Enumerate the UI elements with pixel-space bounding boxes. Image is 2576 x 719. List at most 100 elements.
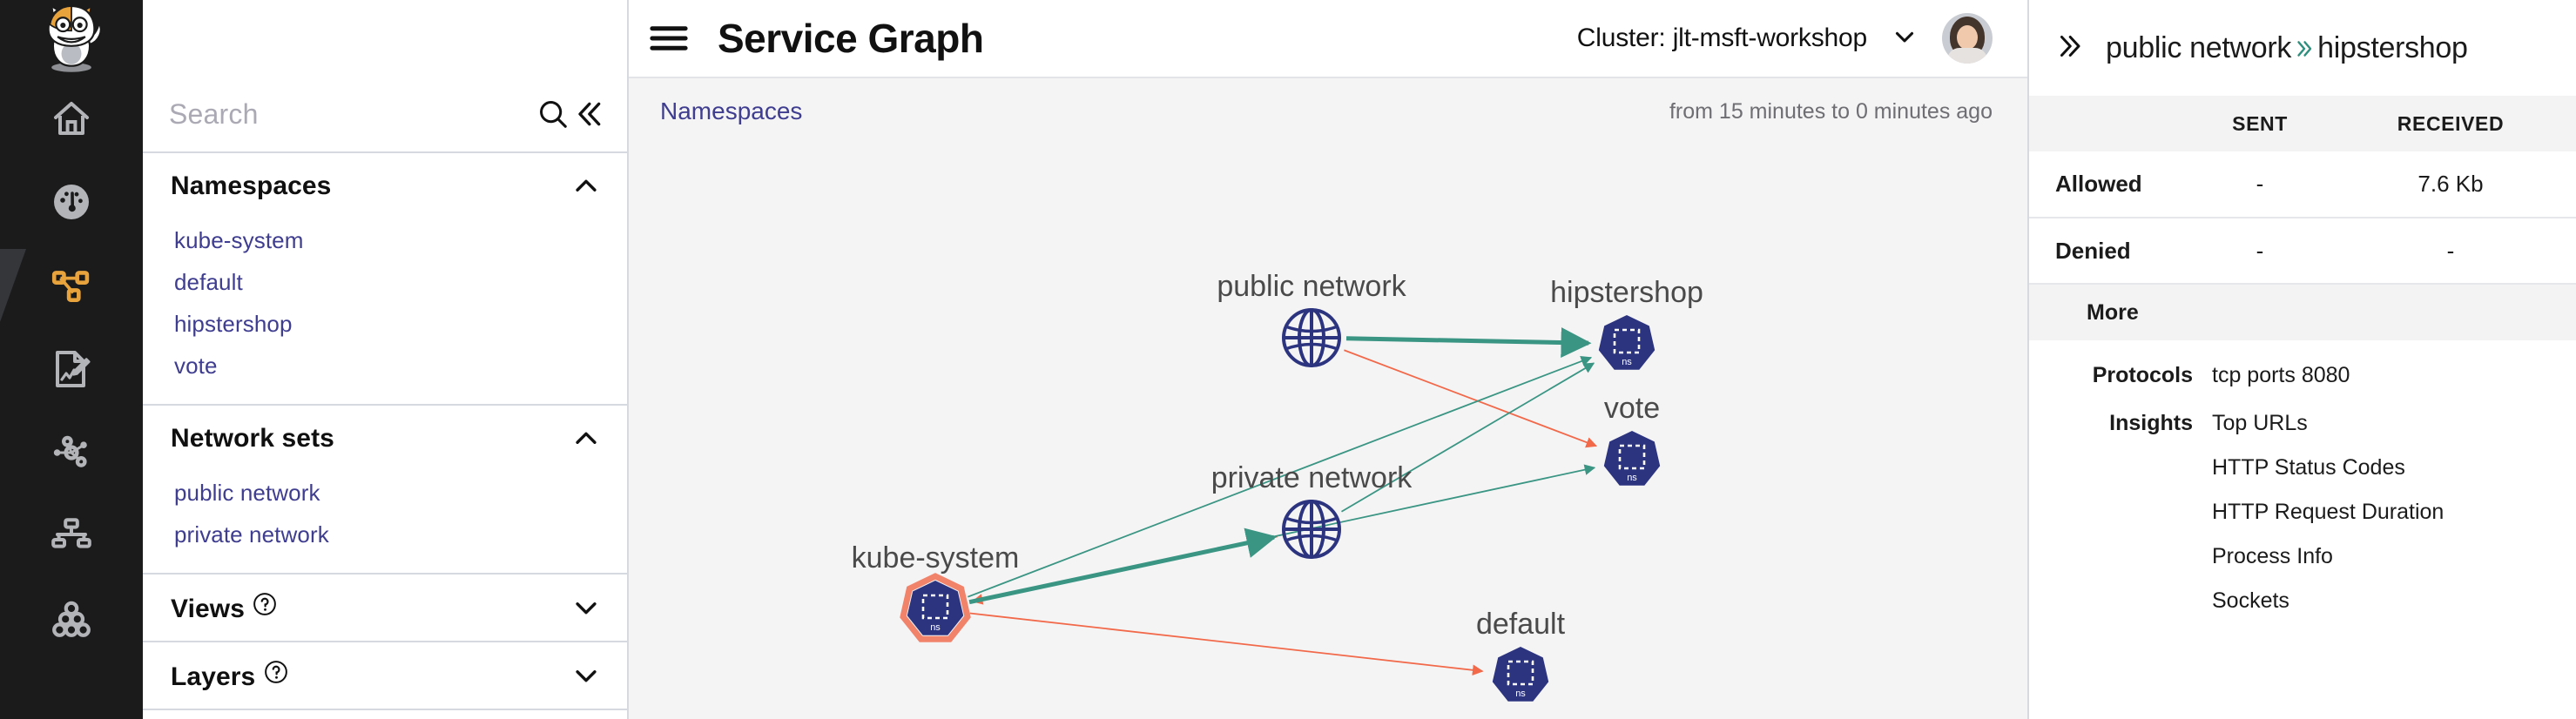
chevron-up-icon[interactable] bbox=[571, 171, 601, 201]
help-circle-icon[interactable] bbox=[252, 593, 278, 623]
insights-list: Top URLs HTTP Status Codes HTTP Request … bbox=[2212, 411, 2444, 614]
chevron-double-right-icon[interactable] bbox=[2055, 30, 2087, 66]
graph-edge-public-network-to-vote[interactable] bbox=[1344, 349, 1598, 448]
chevron-down-icon[interactable] bbox=[571, 661, 601, 690]
section-views: Views bbox=[143, 575, 627, 642]
breadcrumb[interactable]: Namespaces bbox=[660, 97, 803, 124]
detail-panel-title: public network hipstershop bbox=[2106, 31, 2468, 65]
section-namespaces: Namespaces kube-system default hipstersh… bbox=[143, 153, 627, 406]
node-badge: ns bbox=[1515, 689, 1526, 699]
sidebar-item-policies[interactable] bbox=[0, 327, 143, 411]
graph-edge-private-network-to-hipstershop[interactable] bbox=[1341, 362, 1595, 513]
main-area: Service Graph Cluster: jlt-msft-workshop… bbox=[629, 0, 2027, 719]
graph-node-public-network[interactable] bbox=[1282, 308, 1341, 367]
graph-edge-layer bbox=[968, 327, 1598, 676]
hamburger-icon[interactable] bbox=[629, 15, 709, 62]
sidebar-item-clusters[interactable] bbox=[0, 578, 143, 662]
node-badge: ns bbox=[1622, 357, 1632, 367]
top-bar-right: Cluster: jlt-msft-workshop bbox=[1577, 13, 1993, 64]
top-bar: Service Graph Cluster: jlt-msft-workshop bbox=[629, 0, 2027, 77]
cell-allowed-sent: - bbox=[2195, 151, 2325, 218]
graph-edge-kube-system-to-private-network[interactable] bbox=[968, 527, 1278, 605]
protocols-label: Protocols bbox=[2092, 363, 2193, 387]
chevron-up-icon[interactable] bbox=[571, 424, 601, 454]
chevron-double-right-icon bbox=[2293, 33, 2316, 63]
traffic-table-head: SENT RECEIVED bbox=[2029, 96, 2576, 151]
hierarchy-tree-icon bbox=[51, 518, 91, 548]
service-graph-nodes-icon bbox=[51, 271, 90, 302]
section-header-layers[interactable]: Layers bbox=[143, 642, 627, 709]
row-label-allowed: Allowed bbox=[2029, 151, 2195, 218]
sidebar-item-home[interactable] bbox=[0, 77, 143, 160]
graph-edge-kube-system-to-default[interactable] bbox=[969, 612, 1484, 676]
list-item-kube-system[interactable]: kube-system bbox=[174, 226, 304, 253]
graph-node-vote[interactable]: ns bbox=[1603, 431, 1661, 486]
document-edit-icon bbox=[56, 351, 91, 387]
insight-sockets[interactable]: Sockets bbox=[2212, 588, 2289, 613]
protocols-row: Protocols tcp ports 8080 bbox=[2029, 340, 2576, 388]
section-header-network-sets[interactable]: Network sets bbox=[143, 406, 627, 472]
detail-panel: public network hipstershop SENT RECEIVED bbox=[2027, 0, 2576, 719]
left-panel-header-spacer bbox=[143, 0, 627, 77]
list-item-hipstershop[interactable]: hipstershop bbox=[174, 310, 293, 337]
network-set-list: public network private network bbox=[143, 472, 627, 573]
node-alert-ring bbox=[900, 573, 971, 642]
traffic-table-body: Allowed - 7.6 Kb Denied - - bbox=[2029, 151, 2576, 285]
sidebar-item-dashboard[interactable] bbox=[0, 160, 143, 244]
graph-node-default[interactable]: ns bbox=[1492, 647, 1549, 702]
graph-node-hipstershop[interactable]: ns bbox=[1598, 315, 1656, 370]
search-icon[interactable] bbox=[535, 91, 570, 138]
insight-process-info[interactable]: Process Info bbox=[2212, 544, 2333, 568]
collapse-panel-icon[interactable] bbox=[570, 91, 606, 138]
list-item-private-network[interactable]: private network bbox=[174, 521, 329, 548]
sidebar-item-nodes[interactable] bbox=[0, 411, 143, 494]
search-input[interactable] bbox=[169, 97, 535, 131]
detail-panel-header: public network hipstershop bbox=[2029, 0, 2576, 96]
graph-edge-public-network-to-hipstershop[interactable] bbox=[1345, 327, 1592, 359]
column-header-sent: SENT bbox=[2195, 96, 2325, 151]
graph-node-label-vote: vote bbox=[1604, 392, 1660, 425]
cell-denied-sent: - bbox=[2195, 218, 2325, 285]
list-item-default[interactable]: default bbox=[174, 268, 243, 295]
section-title-namespaces: Namespaces bbox=[171, 171, 332, 200]
section-title-network-sets: Network sets bbox=[171, 424, 334, 453]
graph-node-label-private-network: private network bbox=[1211, 461, 1413, 494]
graph-edge-kube-system-to-hipstershop[interactable] bbox=[968, 355, 1593, 598]
more-section-header[interactable]: More bbox=[2029, 285, 2576, 340]
graph-node-label-kube-system: kube-system bbox=[852, 541, 1020, 575]
graph-node-label-default: default bbox=[1476, 608, 1566, 641]
sidebar-item-service-graph[interactable] bbox=[0, 244, 143, 327]
chevron-down-icon[interactable] bbox=[571, 593, 601, 622]
left-filter-panel: Namespaces kube-system default hipstersh… bbox=[143, 0, 629, 719]
avatar[interactable] bbox=[1942, 13, 1993, 64]
protocols-value: tcp ports 8080 bbox=[2212, 363, 2350, 387]
chevron-down-icon[interactable] bbox=[1890, 22, 1919, 56]
graph-node-layer: ns ns ns ns bbox=[900, 308, 1661, 702]
graph-node-kube-system[interactable]: ns bbox=[900, 573, 971, 642]
help-circle-icon[interactable] bbox=[263, 661, 289, 691]
page-title: Service Graph bbox=[718, 16, 984, 61]
column-header-received: RECEIVED bbox=[2325, 96, 2576, 151]
table-header-row: SENT RECEIVED bbox=[2029, 96, 2576, 151]
top-bar-left: Service Graph bbox=[629, 15, 984, 62]
section-network-sets: Network sets public network private netw… bbox=[143, 406, 627, 575]
insight-http-request-duration[interactable]: HTTP Request Duration bbox=[2212, 500, 2445, 524]
calico-cat-logo[interactable] bbox=[0, 0, 143, 77]
icon-rail bbox=[0, 0, 143, 719]
list-item-public-network[interactable]: public network bbox=[174, 479, 320, 506]
graph-canvas-wrapper: Namespaces from 15 minutes to 0 minutes … bbox=[629, 77, 2027, 719]
graph-node-private-network[interactable] bbox=[1282, 500, 1341, 559]
search-row bbox=[143, 77, 627, 153]
sidebar-item-hierarchy[interactable] bbox=[0, 494, 143, 578]
cell-allowed-received: 7.6 Kb bbox=[2325, 151, 2576, 218]
insight-top-urls[interactable]: Top URLs bbox=[2212, 411, 2308, 435]
section-header-namespaces[interactable]: Namespaces bbox=[143, 153, 627, 219]
node-badge: ns bbox=[930, 622, 941, 633]
section-header-views[interactable]: Views bbox=[143, 575, 627, 641]
column-header-blank bbox=[2029, 96, 2195, 151]
detail-target: hipstershop bbox=[2317, 30, 2468, 64]
cluster-selector-label[interactable]: Cluster: jlt-msft-workshop bbox=[1576, 24, 1867, 52]
list-item-vote[interactable]: vote bbox=[174, 352, 218, 379]
insight-http-status-codes[interactable]: HTTP Status Codes bbox=[2212, 455, 2405, 480]
